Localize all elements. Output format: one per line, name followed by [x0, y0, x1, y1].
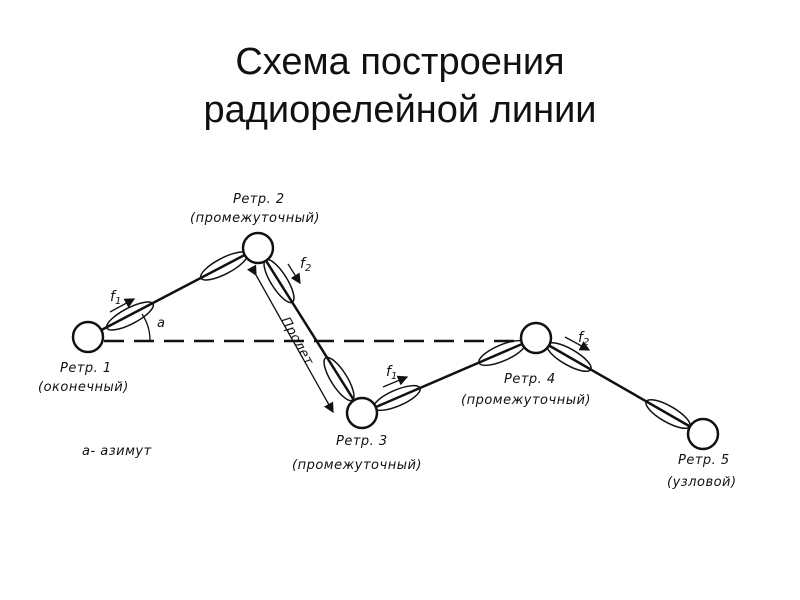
link-1-2	[87, 246, 259, 339]
station-4-name: Ретр. 4	[504, 372, 556, 387]
station-5-name: Ретр. 5	[678, 453, 730, 468]
title-line-1: Схема построения	[235, 41, 565, 83]
relay-station-1	[71, 320, 105, 354]
frequency-arrow	[109, 298, 136, 313]
relay-station-3	[345, 396, 379, 430]
link-3-4	[361, 336, 537, 415]
station-1-role: (оконечный)	[38, 380, 129, 395]
frequency-label-f1: f1	[386, 364, 397, 382]
azimuth-angle-arc	[141, 313, 151, 342]
frequency-arrow	[287, 263, 301, 285]
frequency-label-f2: f2	[578, 330, 589, 348]
station-4-role: (промежуточный)	[461, 393, 591, 408]
relay-station-5	[686, 417, 720, 451]
station-3-role: (промежуточный)	[292, 458, 422, 473]
title-line-2: радиорелейной линии	[203, 89, 597, 131]
frequency-arrow	[382, 375, 409, 388]
azimuth-angle-label: a	[157, 316, 165, 331]
station-3-name: Ретр. 3	[336, 434, 388, 449]
station-2-name: Ретр. 2	[233, 192, 285, 207]
station-1-name: Ретр. 1	[60, 361, 112, 376]
station-2-role: (промежуточный)	[190, 211, 320, 226]
antenna-lobe	[105, 301, 155, 331]
relay-station-2	[241, 231, 275, 265]
azimuth-legend: а- азимут	[82, 444, 152, 459]
slide-title: Схема построения радиорелейной линии	[0, 38, 800, 134]
station-5-role: (узловой)	[667, 475, 737, 490]
span-dimension-line	[247, 264, 334, 414]
frequency-label-f2: f2	[300, 256, 311, 274]
relay-station-4	[519, 321, 553, 355]
link-4-5	[535, 336, 704, 436]
span-label: Пролет	[278, 315, 317, 369]
frequency-label-f1: f1	[110, 289, 121, 307]
frequency-arrow	[564, 336, 591, 351]
